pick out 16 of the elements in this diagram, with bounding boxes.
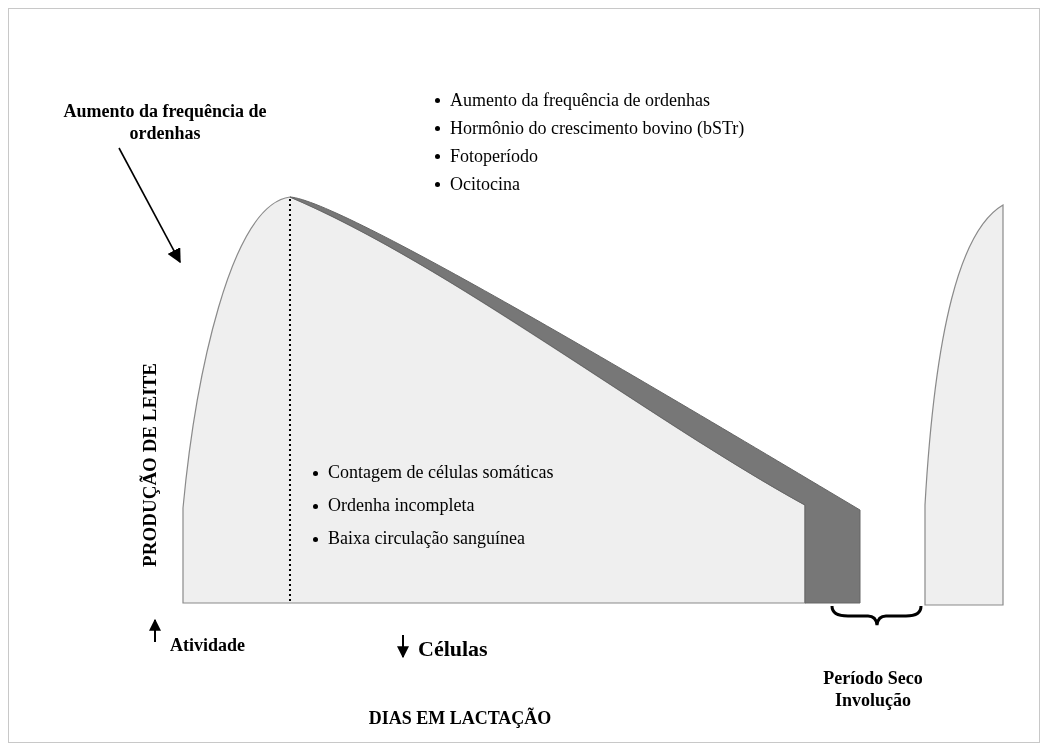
bullet-text: Hormônio do crescimento bovino (bSTr): [450, 118, 745, 138]
lactation-curve-drawing: [182, 196, 861, 604]
annotation-text: Aumento da frequência de ordenhas: [30, 100, 300, 144]
annotation-text: Atividade: [170, 634, 245, 656]
axis-title: PRODUÇÃO DE LEITE: [139, 362, 161, 569]
bullet-text: Ordenha incompleta: [328, 495, 475, 515]
bullet-text: Fotoperíodo: [450, 146, 538, 166]
period-label: Período Seco: [822, 667, 924, 689]
bullet-text: Contagem de células somáticas: [328, 462, 554, 482]
period-label: Involução: [834, 689, 912, 711]
bullet-text: Baixa circulação sanguínea: [328, 528, 525, 548]
bullet-text: Aumento da frequência de ordenhas: [450, 90, 710, 110]
bullet-text: Ocitocina: [450, 174, 520, 194]
leader-line: [118, 147, 181, 264]
axis-title: DIAS EM LACTAÇÃO: [367, 707, 553, 729]
annotation-text: Células: [418, 636, 488, 662]
